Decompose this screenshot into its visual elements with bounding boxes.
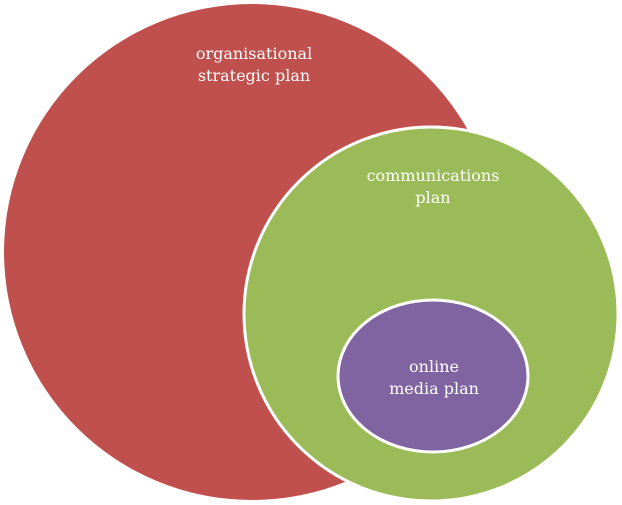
outer-label-line1: organisational xyxy=(196,44,312,63)
inner-label-line1: online xyxy=(409,357,459,376)
middle-label-line2: plan xyxy=(415,188,450,207)
inner-label-line2: media plan xyxy=(389,379,479,398)
online-media-plan-circle xyxy=(336,298,530,454)
middle-label-line1: communications xyxy=(367,166,500,185)
outer-label-line2: strategic plan xyxy=(198,66,310,85)
